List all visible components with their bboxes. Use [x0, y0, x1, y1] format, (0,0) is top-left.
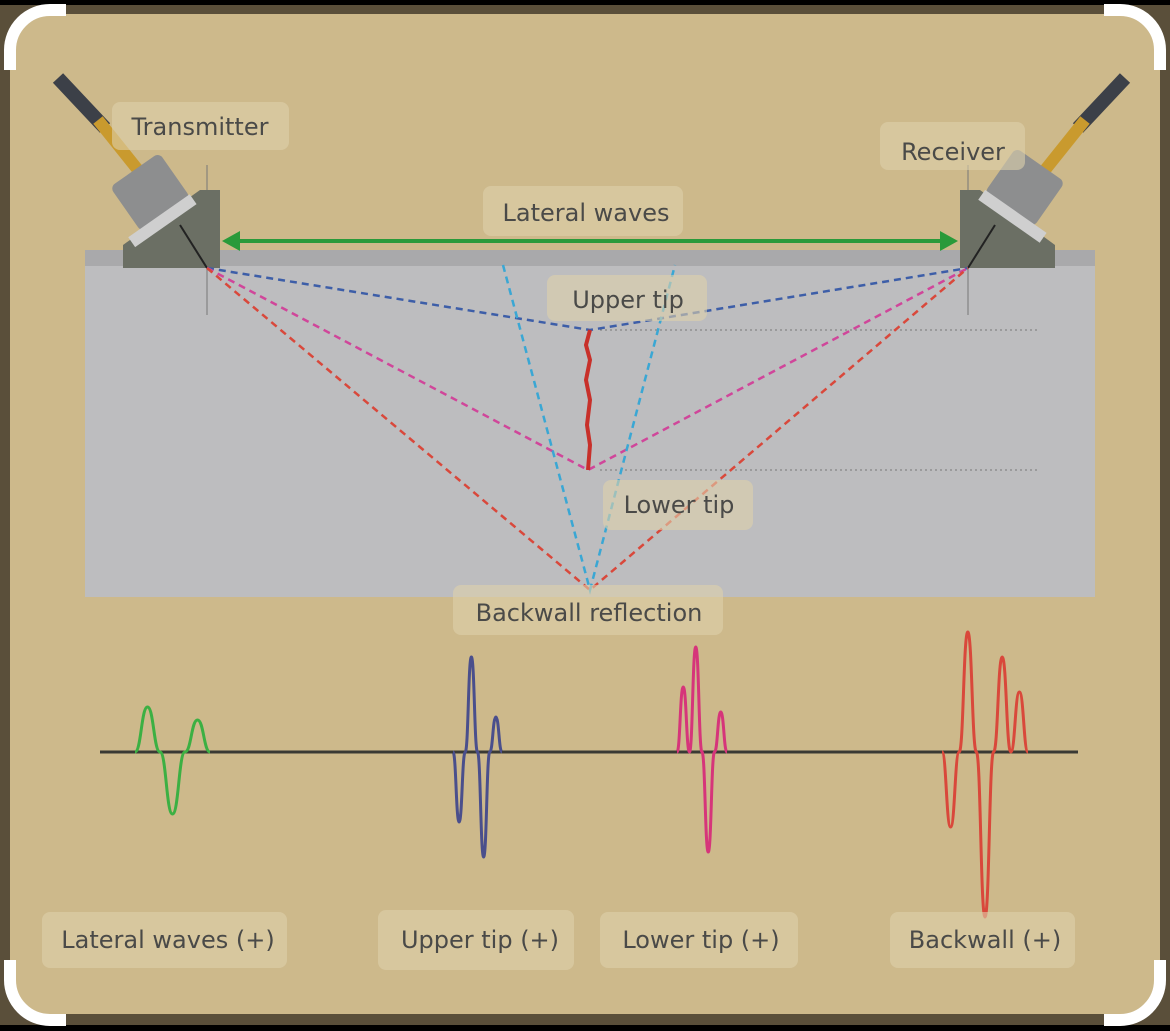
crack [583, 329, 593, 471]
signal-label-lower-tip: Lower tip (+) [622, 926, 779, 954]
receiver-label: Receiver [901, 138, 1005, 166]
lateral-wave-signal [133, 705, 211, 816]
lower-tip-label: Lower tip [624, 491, 735, 519]
backwall-ray [206, 267, 969, 592]
corner-tl [4, 4, 66, 70]
corner-br [1104, 960, 1166, 1026]
transmitter-label: Transmitter [131, 113, 269, 141]
corner-tr [1104, 4, 1166, 70]
backwall-reflection-label: Backwall reflection [476, 599, 703, 627]
upper-tip-signal [451, 655, 504, 859]
receiver-wedge [960, 190, 1055, 268]
signal-label-upper-tip: Upper tip (+) [401, 926, 559, 954]
transmitter-probe [52, 73, 197, 248]
signal-label-backwall: Backwall (+) [909, 926, 1061, 954]
upper-tip-label: Upper tip [572, 286, 684, 314]
arrow-head-left [222, 231, 240, 251]
test-block [85, 266, 1095, 597]
lateral-waves-label: Lateral waves [503, 199, 670, 227]
signal-label-lateral: Lateral waves (+) [61, 926, 274, 954]
arrow-head-right [940, 231, 958, 251]
block-top-surface [85, 250, 1095, 268]
corner-bl [4, 960, 66, 1026]
lower-tip-signal [675, 645, 729, 854]
